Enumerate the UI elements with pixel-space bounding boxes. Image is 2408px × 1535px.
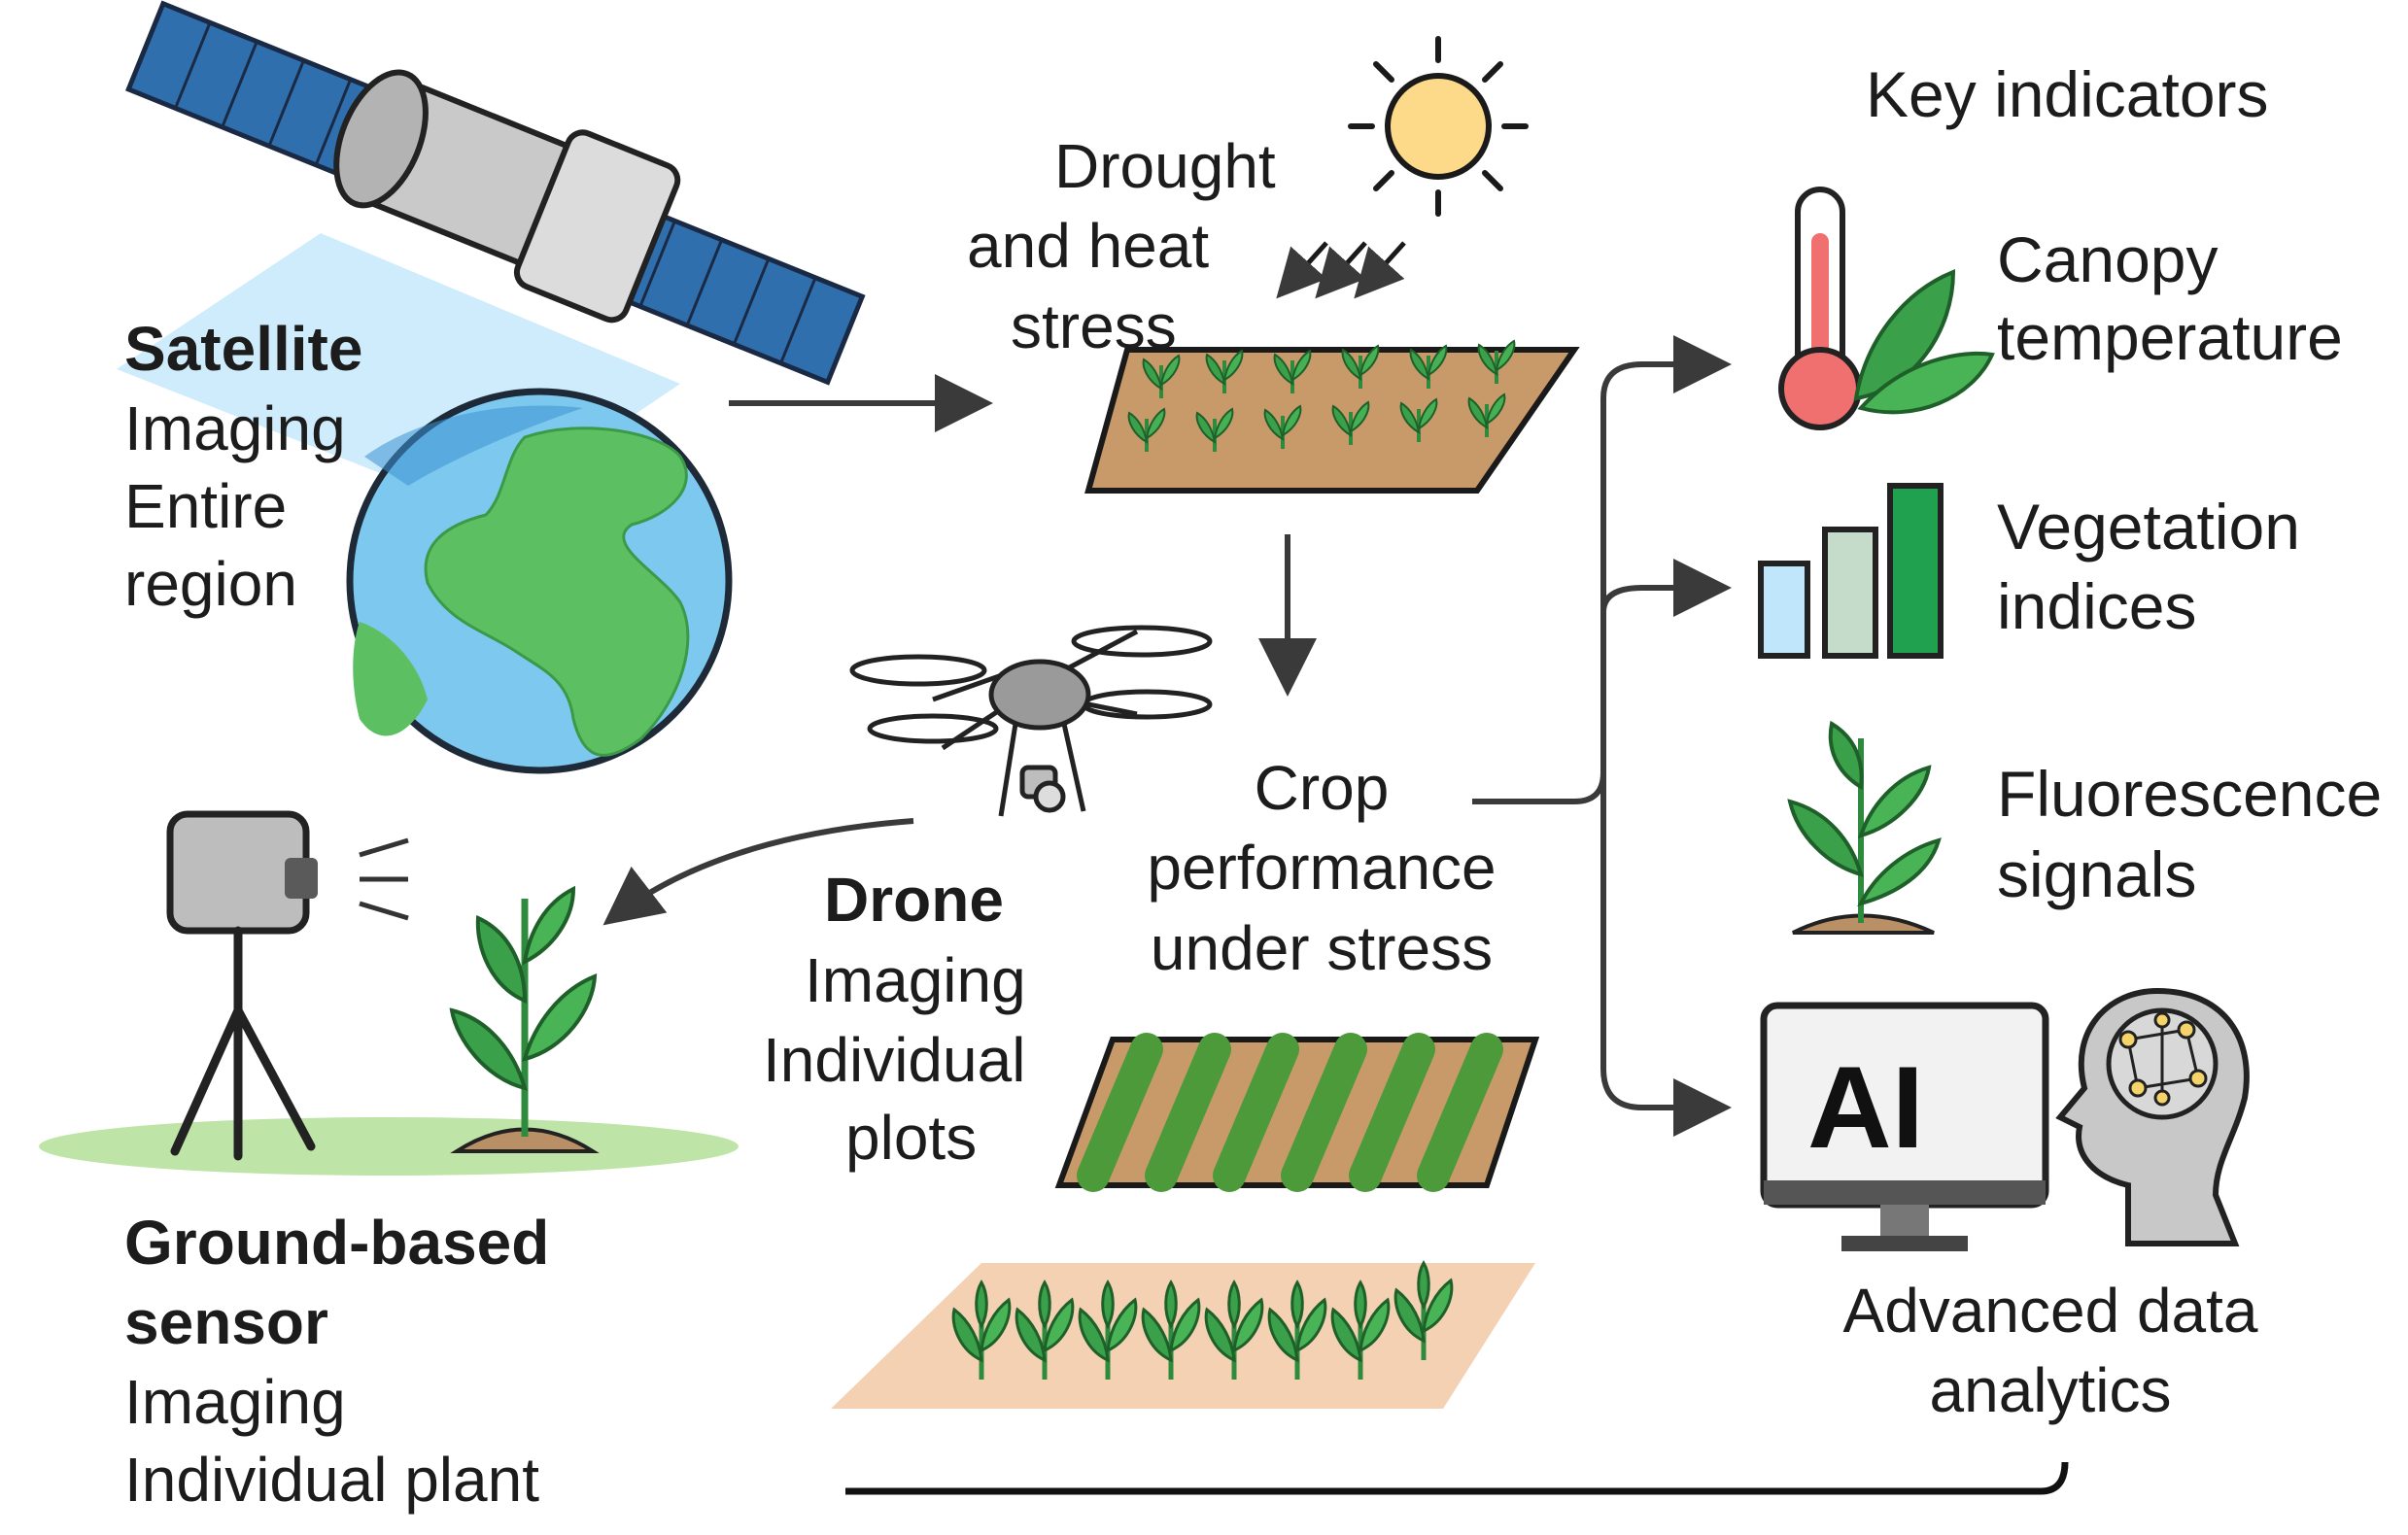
crop-line3: under stress: [1150, 913, 1494, 983]
ai-caption-line1: Advanced data: [1842, 1276, 2258, 1346]
canopy-line1: Canopy: [1997, 223, 2219, 295]
drone-line1: Imaging: [805, 945, 1026, 1015]
canopy-line2: temperature: [1997, 301, 2343, 373]
ai-screen-label: AI: [1807, 1042, 1924, 1173]
satellite-line1: Imaging: [124, 393, 346, 463]
stress-line1: Drought: [1054, 131, 1276, 201]
fluorescence-line1: Fluorescence: [1997, 758, 2383, 830]
ground-line2: Individual plant: [124, 1445, 539, 1515]
stress-line3: stress: [1011, 291, 1177, 361]
ground-title2: sensor: [124, 1287, 328, 1357]
ground-title1: Ground-based: [124, 1208, 550, 1278]
bar-chart-icon: [1758, 483, 1944, 659]
plant-icon-sensor: [449, 885, 600, 1153]
ai-caption-line2: analytics: [1929, 1355, 2172, 1425]
satellite-line3: region: [124, 549, 297, 619]
vegetation-line1: Vegetation: [1997, 491, 2300, 563]
globe-icon: [346, 388, 733, 774]
sun-icon: [1276, 36, 1529, 299]
drone-line2: Individual: [763, 1025, 1026, 1095]
key-indicators-heading: Key indicators: [1866, 58, 2269, 130]
crop-line2: performance: [1147, 833, 1496, 903]
drone-title: Drone: [824, 865, 1004, 935]
ai-head-icon: [2055, 987, 2250, 1246]
satellite-line2: Entire: [124, 471, 288, 541]
vegetation-line2: indices: [1997, 570, 2197, 642]
field-plots: [1054, 1033, 1540, 1192]
flow-arrows: [602, 335, 2069, 1495]
ground-sensor-icon: [39, 810, 739, 1176]
fluorescence-line2: signals: [1997, 838, 2197, 910]
stress-line2: and heat: [967, 211, 1210, 281]
ai-monitor-icon: [1760, 1002, 2049, 1251]
field-plants: [831, 1263, 1535, 1409]
crop-line1: Crop: [1254, 753, 1390, 823]
drone-line3: plots: [845, 1103, 978, 1173]
ground-line1: Imaging: [124, 1367, 346, 1437]
field-drought: [1084, 339, 1580, 494]
seedling-icon: [1787, 720, 1942, 935]
thermometer-icon: [1778, 187, 1995, 430]
drone-icon: [849, 625, 1213, 817]
satellite-title: Satellite: [124, 314, 363, 384]
